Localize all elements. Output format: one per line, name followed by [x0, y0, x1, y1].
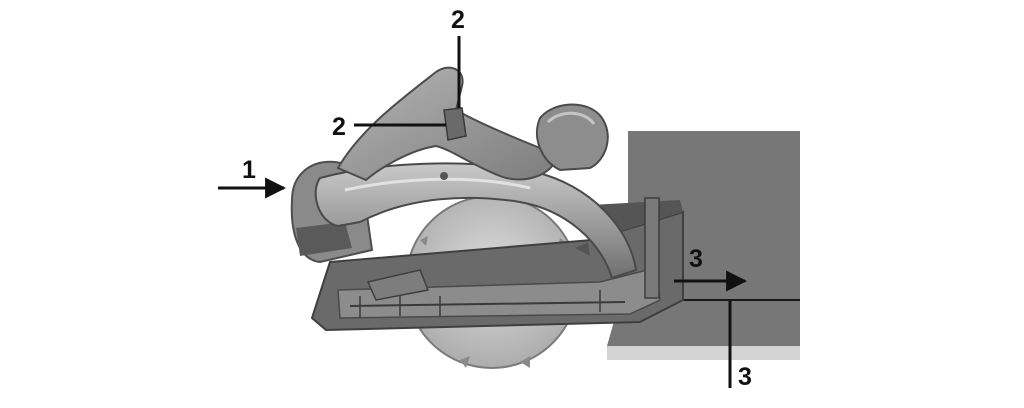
callout-1-label: 1	[242, 156, 256, 184]
callout-2-upper-label: 2	[451, 6, 465, 34]
rear-knob	[535, 103, 609, 172]
workpiece-front-edge	[607, 346, 800, 360]
rotation-arrow-mark	[575, 242, 590, 256]
callout-3-cutline: 3	[728, 300, 752, 391]
trigger	[443, 107, 467, 141]
callout-3-direction-label: 3	[689, 245, 703, 273]
callout-2-upper: 2	[451, 6, 465, 108]
housing-screw	[440, 172, 448, 180]
guard-lever	[366, 269, 430, 301]
callout-3-cutline-label: 3	[738, 363, 752, 391]
callout-2-left: 2	[332, 113, 446, 141]
callout-1: 1	[218, 156, 287, 199]
callout-3-direction: 3	[674, 245, 748, 292]
callout-2-left-label: 2	[332, 113, 346, 141]
